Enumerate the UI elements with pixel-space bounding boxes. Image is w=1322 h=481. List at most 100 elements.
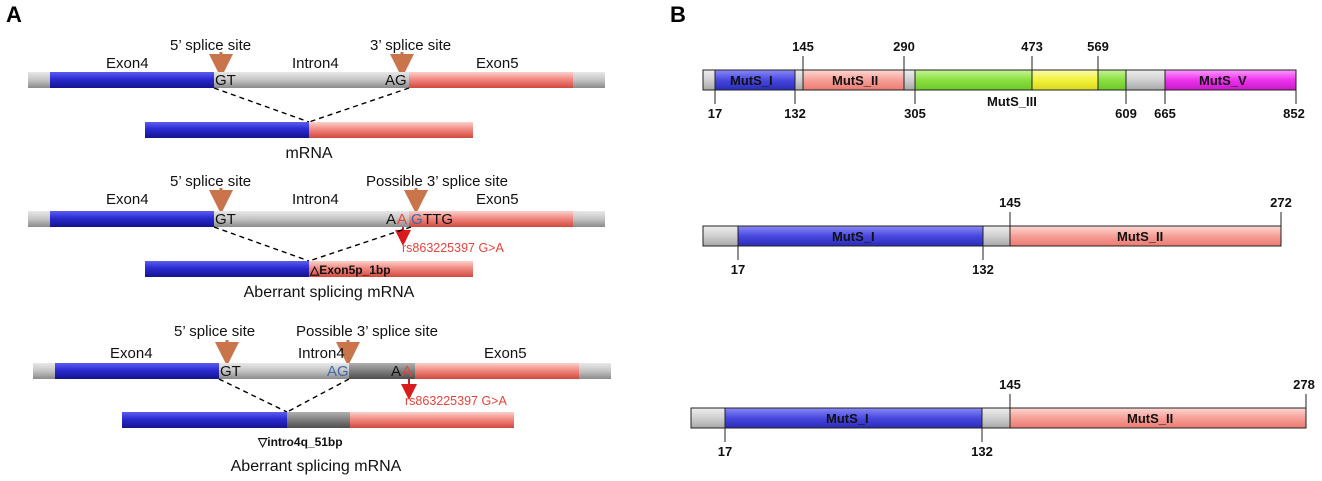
- b2-muts-i-label: MutS_I: [832, 229, 875, 244]
- a1-splice-line-left: [213, 87, 310, 123]
- b2-num-132: 132: [972, 262, 994, 277]
- a3-a2-variant-label: A: [402, 363, 412, 380]
- b3-num-145: 145: [999, 377, 1021, 392]
- a1-intron4-label: Intron4: [292, 55, 339, 72]
- b2-num-145: 145: [999, 195, 1021, 210]
- b2-truncated-protein: MutS_I MutS_II 17 132 145 272: [702, 195, 1292, 277]
- a3-exon4-bar: [55, 363, 219, 379]
- b2-num-272: 272: [1270, 195, 1292, 210]
- b1-num-290: 290: [893, 39, 915, 54]
- a2-variant-label: rs863225397 G>A: [402, 241, 504, 255]
- b2-muts-ii-label: MutS_II: [1117, 229, 1163, 244]
- a1-splice-line-right: [308, 87, 410, 123]
- a2-exon5-bar: [409, 211, 573, 227]
- b1-muts-v-domain: [1164, 69, 1297, 91]
- a1-mrna-label: mRNA: [285, 145, 332, 162]
- a2-flank-right: [573, 211, 605, 227]
- a1-normal-splicing: 5’ splice site 3’ splice site Exon4 Intr…: [28, 37, 605, 162]
- a2-exon5-label: Exon5: [476, 191, 519, 208]
- b2-num-17: 17: [731, 262, 745, 277]
- a3-intron4-bar: [219, 363, 349, 379]
- a2-splice-line-right: [308, 226, 412, 262]
- a1-3-splice-site-label: 3’ splice site: [370, 37, 451, 54]
- b1-num-609: 609: [1115, 106, 1137, 121]
- a1-mrna-exon5: [309, 122, 473, 138]
- b1-num-17: 17: [708, 106, 722, 121]
- a3-gt-label: GT: [220, 363, 241, 380]
- a3-5-splice-site-label: 5’ splice site: [174, 323, 255, 340]
- b1-muts-iii-label: MutS_III: [987, 94, 1037, 109]
- a1-exon4-label: Exon4: [106, 55, 149, 72]
- a1-mrna-exon4: [145, 122, 309, 138]
- b1-num-569: 569: [1087, 39, 1109, 54]
- b3-num-17: 17: [718, 444, 732, 459]
- a2-flank-left: [28, 211, 50, 227]
- a2-g-label: G: [411, 211, 423, 228]
- a3-flank-left: [33, 363, 55, 379]
- a3-aberrant-insertion: 5’ splice site Possible 3’ splice site E…: [33, 323, 611, 475]
- b1-muts-v-label: MutS_V: [1199, 73, 1247, 88]
- a3-variant-label: rs863225397 G>A: [405, 394, 507, 408]
- a1-flank-left: [28, 72, 50, 88]
- a2-mrna-label: Aberrant splicing mRNA: [244, 284, 415, 301]
- b1-muts-i-domain: [714, 69, 796, 91]
- b1-num-305: 305: [904, 106, 926, 121]
- b3-num-278: 278: [1293, 377, 1315, 392]
- b1-muts-iii-tail: [1097, 69, 1127, 91]
- a1-exon5-bar: [409, 72, 573, 88]
- a1-ag-label: AG: [385, 72, 407, 89]
- a1-5-splice-site-label: 5’ splice site: [170, 37, 251, 54]
- b1-muts-iv-domain: [1031, 69, 1099, 91]
- a3-splice-line-right: [286, 378, 350, 413]
- a2-exon4-label: Exon4: [106, 191, 149, 208]
- b1-muts-i-label: MutS_I: [730, 73, 773, 88]
- a3-exon4-label: Exon4: [110, 345, 153, 362]
- a3-insertion-label: ▽intro4q_51bp: [257, 435, 343, 449]
- a3-mrna-label: Aberrant splicing mRNA: [231, 458, 402, 475]
- a2-mrna-exon4: [145, 261, 309, 277]
- a2-aberrant-deletion: 5’ splice site Possible 3’ splice site E…: [28, 173, 605, 301]
- a3-exon5-bar: [415, 363, 579, 379]
- a3-ag-label: AG: [327, 363, 349, 380]
- a2-mrna-exon5: [309, 261, 473, 277]
- a2-deletion-label: △Exon5p_1bp: [309, 263, 391, 277]
- b3-muts-ii-label: MutS_II: [1127, 411, 1173, 426]
- a3-exon5-label: Exon5: [484, 345, 527, 362]
- a2-5-splice-site-label: 5’ splice site: [170, 173, 251, 190]
- a2-splice-line-left: [213, 226, 310, 262]
- b3-muts-ii-domain: [1009, 407, 1307, 429]
- a3-splice-line-left: [218, 378, 288, 413]
- a3-mrna-exon4: [122, 412, 287, 428]
- a2-intron4-bar: [214, 211, 409, 227]
- b2-muts-ii-domain: [1009, 225, 1282, 247]
- b1-muts-ii-label: MutS_II: [832, 73, 878, 88]
- a2-ttg-label: TTG: [423, 211, 453, 228]
- a1-exon4-bar: [50, 72, 214, 88]
- a3-intron4-retained-bar: [349, 363, 415, 379]
- a1-gt-label: GT: [215, 72, 236, 89]
- a3-a1-label: A: [391, 363, 401, 380]
- b3-muts-i-label: MutS_I: [826, 411, 869, 426]
- b3-muts-i-domain: [724, 407, 983, 429]
- a2-intron4-label: Intron4: [292, 191, 339, 208]
- b1-num-145: 145: [792, 39, 814, 54]
- b3-num-132: 132: [971, 444, 993, 459]
- b1-full-length-protein: MutS_I MutS_II MutS_III MutS_V 17 132 14…: [702, 39, 1305, 121]
- a1-exon5-label: Exon5: [476, 55, 519, 72]
- a1-intron4-bar: [214, 72, 409, 88]
- b1-muts-iii-domain: [914, 69, 1033, 91]
- a3-flank-right: [579, 363, 611, 379]
- b2-muts-i-domain: [737, 225, 984, 247]
- b1-num-852: 852: [1283, 106, 1305, 121]
- b3-truncated-protein: MutS_I MutS_II 17 132 145 278: [690, 377, 1315, 459]
- a2-a2-variant-label: A: [397, 211, 407, 228]
- a3-mrna-exon5: [350, 412, 514, 428]
- panel-label-b: B: [670, 2, 686, 27]
- a2-exon4-bar: [50, 211, 214, 227]
- a2-3-splice-site-label: Possible 3’ splice site: [366, 173, 508, 190]
- b1-num-473: 473: [1021, 39, 1043, 54]
- a2-a1-label: A: [386, 211, 396, 228]
- a1-flank-right: [573, 72, 605, 88]
- a3-3-splice-site-label: Possible 3’ splice site: [296, 323, 438, 340]
